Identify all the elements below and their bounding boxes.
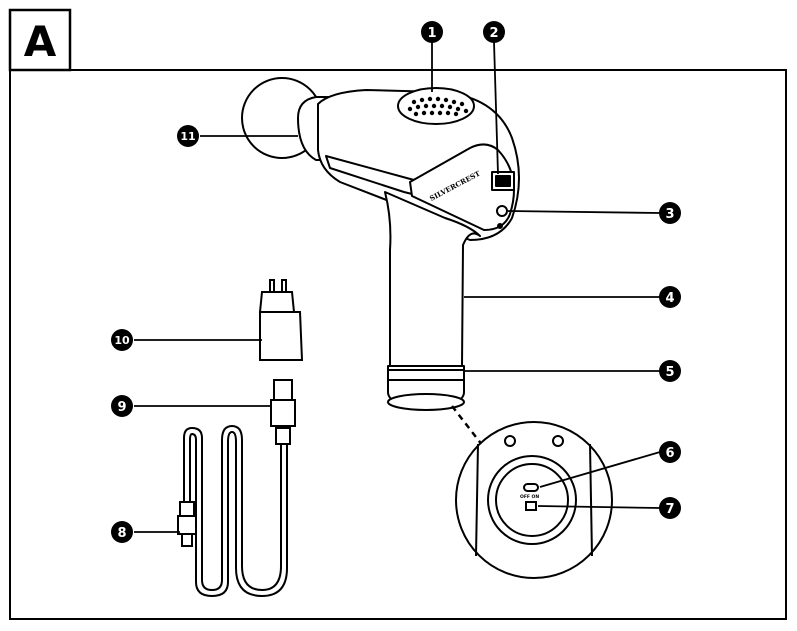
- panel-label-box: A: [8, 8, 72, 72]
- callout-label-4: 4: [665, 291, 674, 306]
- callout-8: 8: [111, 521, 133, 543]
- callout-1: 1: [421, 21, 443, 43]
- callout-10: 10: [111, 329, 133, 351]
- gun-handle: [384, 191, 481, 367]
- callout-9: 9: [111, 395, 133, 417]
- charging-port: [523, 483, 539, 492]
- charger-adapter: [258, 279, 304, 361]
- switch-text: OFF ON: [520, 494, 539, 500]
- led-display: [495, 175, 511, 187]
- callout-label-6: 6: [665, 446, 674, 461]
- leader-lines: [134, 41, 661, 533]
- on-off-switch: [525, 501, 537, 511]
- power-button: [496, 205, 508, 217]
- callout-label-7: 7: [665, 502, 674, 517]
- callout-label-10: 10: [114, 334, 130, 347]
- callout-4: 4: [659, 286, 681, 308]
- callout-5: 5: [659, 360, 681, 382]
- callout-label-1: 1: [427, 26, 436, 41]
- callout-label-9: 9: [117, 400, 126, 415]
- callout-label-3: 3: [665, 207, 674, 222]
- power-led: [497, 223, 503, 229]
- callout-7: 7: [659, 497, 681, 519]
- callout-label-2: 2: [489, 26, 498, 41]
- callout-2: 2: [483, 21, 505, 43]
- vent-holes: [407, 96, 469, 117]
- panel-label: A: [24, 17, 57, 66]
- callout-3: 3: [659, 202, 681, 224]
- frame-outer: [9, 69, 787, 620]
- callout-label-5: 5: [665, 365, 674, 380]
- detail-view: [455, 421, 613, 579]
- callout-label-11: 11: [180, 130, 195, 143]
- base-ring: [387, 369, 465, 381]
- base-bottom: [387, 393, 465, 411]
- usb-cable: [177, 379, 296, 598]
- callout-6: 6: [659, 441, 681, 463]
- callout-11: 11: [177, 125, 199, 147]
- callout-label-8: 8: [117, 526, 126, 541]
